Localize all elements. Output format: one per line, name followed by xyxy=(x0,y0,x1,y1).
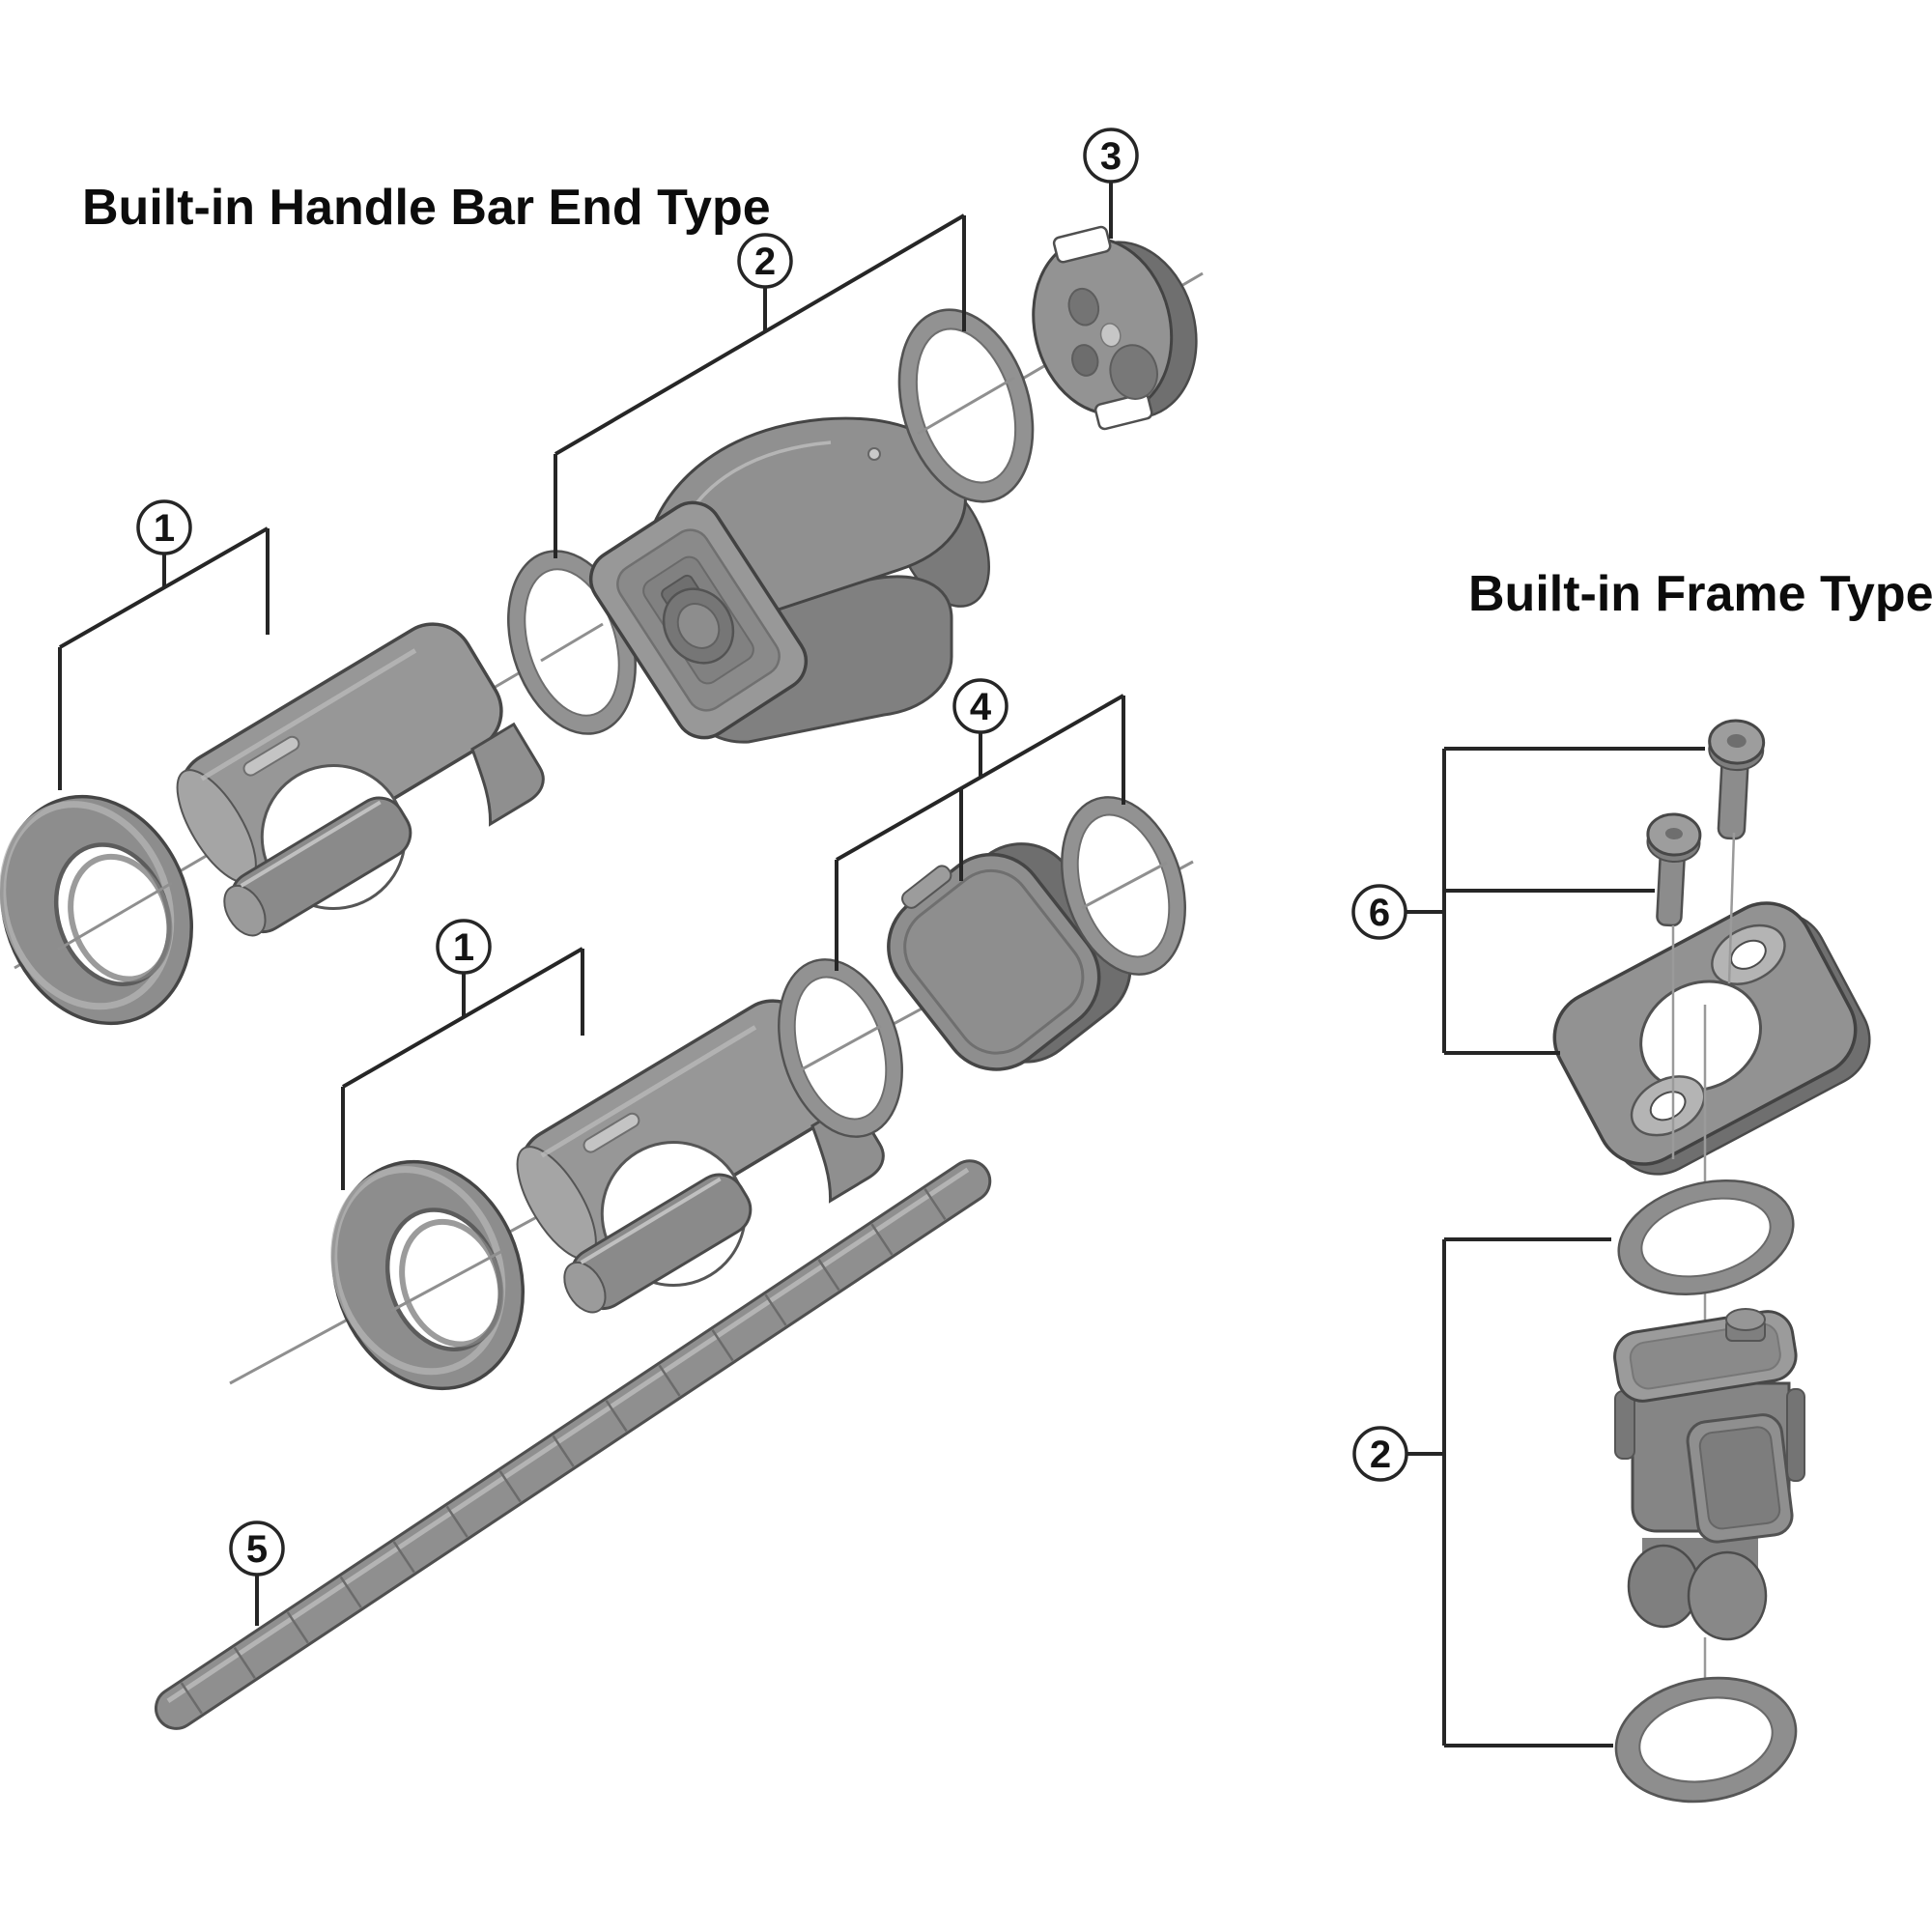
leader-lines xyxy=(58,182,1705,1747)
callout-1-lower-label: 1 xyxy=(453,926,474,969)
callout-1-upper-label: 1 xyxy=(154,507,175,550)
callout-1-upper-marker: 1 xyxy=(136,499,192,555)
callout-5-marker: 5 xyxy=(229,1520,285,1577)
bar-end-cap xyxy=(1032,225,1198,431)
spacer-strip xyxy=(154,1159,992,1730)
callout-3-label: 3 xyxy=(1100,135,1122,178)
bar-end-clamp-sleeve-upper xyxy=(151,609,554,966)
title-frame-type: Built-in Frame Type xyxy=(1468,566,1932,622)
callout-2-frame-label: 2 xyxy=(1370,1434,1391,1476)
callout-6-marker: 6 xyxy=(1351,884,1407,940)
callout-2-frame-marker: 2 xyxy=(1352,1426,1408,1482)
callout-3-marker: 3 xyxy=(1083,128,1139,184)
title-handle-bar-end-type: Built-in Handle Bar End Type xyxy=(82,180,771,236)
callout-2-upper-label: 2 xyxy=(754,241,776,283)
callout-5-label: 5 xyxy=(246,1528,268,1571)
fixing-bolt-left xyxy=(1646,812,1702,927)
fixing-bolt-right xyxy=(1708,719,1766,840)
callout-4-label: 4 xyxy=(970,686,992,728)
frame-gasket-bottom xyxy=(1605,1662,1807,1817)
axis-hole-overlays xyxy=(57,376,1168,1313)
callout-1-lower-marker: 1 xyxy=(436,919,492,975)
mount-plate xyxy=(1552,901,1871,1176)
callout-2-upper-marker: 2 xyxy=(737,233,793,289)
callout-4-marker: 4 xyxy=(952,678,1009,734)
callout-6-label: 6 xyxy=(1369,892,1390,934)
frame-gasket-top xyxy=(1605,1162,1807,1313)
bar-end-junction-body xyxy=(588,416,990,744)
bar-end-adapter-ring-lower xyxy=(302,1135,554,1416)
frame-junction-body xyxy=(1613,1308,1805,1641)
